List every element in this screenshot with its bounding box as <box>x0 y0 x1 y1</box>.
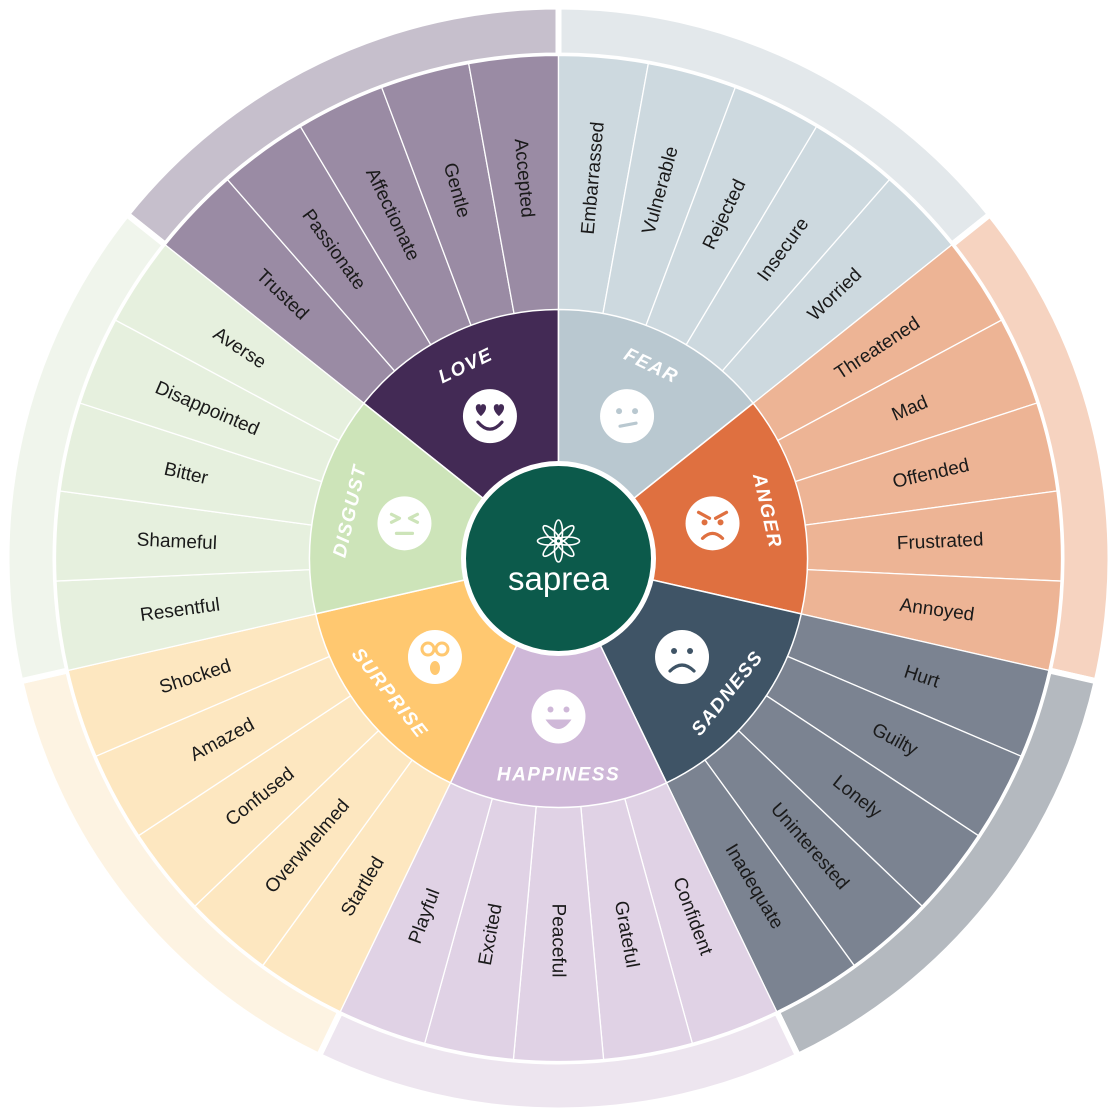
disgust-emotion-label: Shameful <box>136 530 217 555</box>
angry-face-icon <box>685 496 740 551</box>
neutral-face-icon <box>600 389 655 444</box>
anger-emotion-label: Frustrated <box>896 529 983 554</box>
disgusted-face-icon <box>377 496 432 551</box>
heart-eyes-face-icon <box>462 389 517 444</box>
brand-center-circle <box>461 461 656 656</box>
saprea-flower-logo-icon <box>536 519 581 563</box>
core-label-happiness: HAPPINESS <box>497 765 620 786</box>
surprised-face-icon <box>407 630 462 685</box>
sad-face-icon <box>655 630 710 685</box>
happiness-emotion-label: Peaceful <box>548 904 569 978</box>
smiling-face-icon <box>531 689 586 744</box>
brand-name: saprea <box>508 560 610 597</box>
brand-center: saprea <box>461 461 656 656</box>
